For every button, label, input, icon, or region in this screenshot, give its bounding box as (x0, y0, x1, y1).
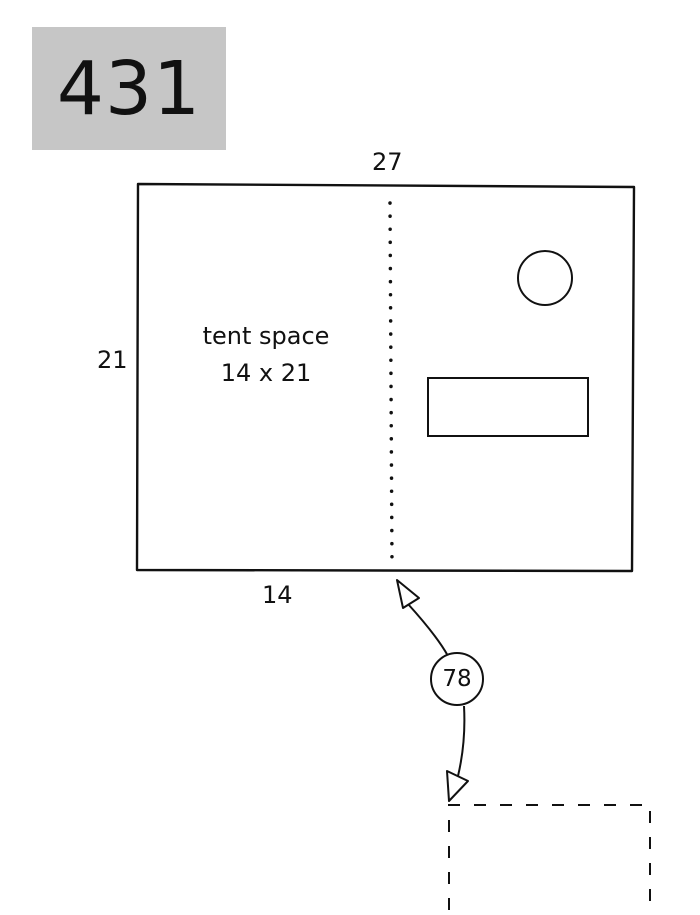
distance-value: 78 (442, 665, 472, 692)
site-depth-label: 21 (97, 346, 128, 374)
tent-width-label: 14 (262, 581, 293, 609)
arrow-head-down-icon (446, 770, 469, 802)
site-number-badge: 431 (32, 27, 226, 150)
tent-space-label: tent space 14 x 21 (186, 318, 346, 392)
route-line-lower (457, 705, 466, 777)
fire-ring (517, 250, 573, 306)
arrow-head-up-icon (396, 579, 420, 609)
tent-space-divider (388, 201, 394, 566)
route-line-upper (407, 603, 449, 657)
site-boundary (135, 182, 636, 573)
site-number: 431 (56, 45, 202, 132)
tent-space-title: tent space (202, 322, 330, 350)
tent-space-dimensions: 14 x 21 (220, 359, 312, 387)
site-width-label: 27 (372, 148, 403, 176)
distance-badge: 78 (430, 652, 484, 706)
parking-area-outline (448, 804, 651, 910)
picnic-table (427, 377, 589, 437)
